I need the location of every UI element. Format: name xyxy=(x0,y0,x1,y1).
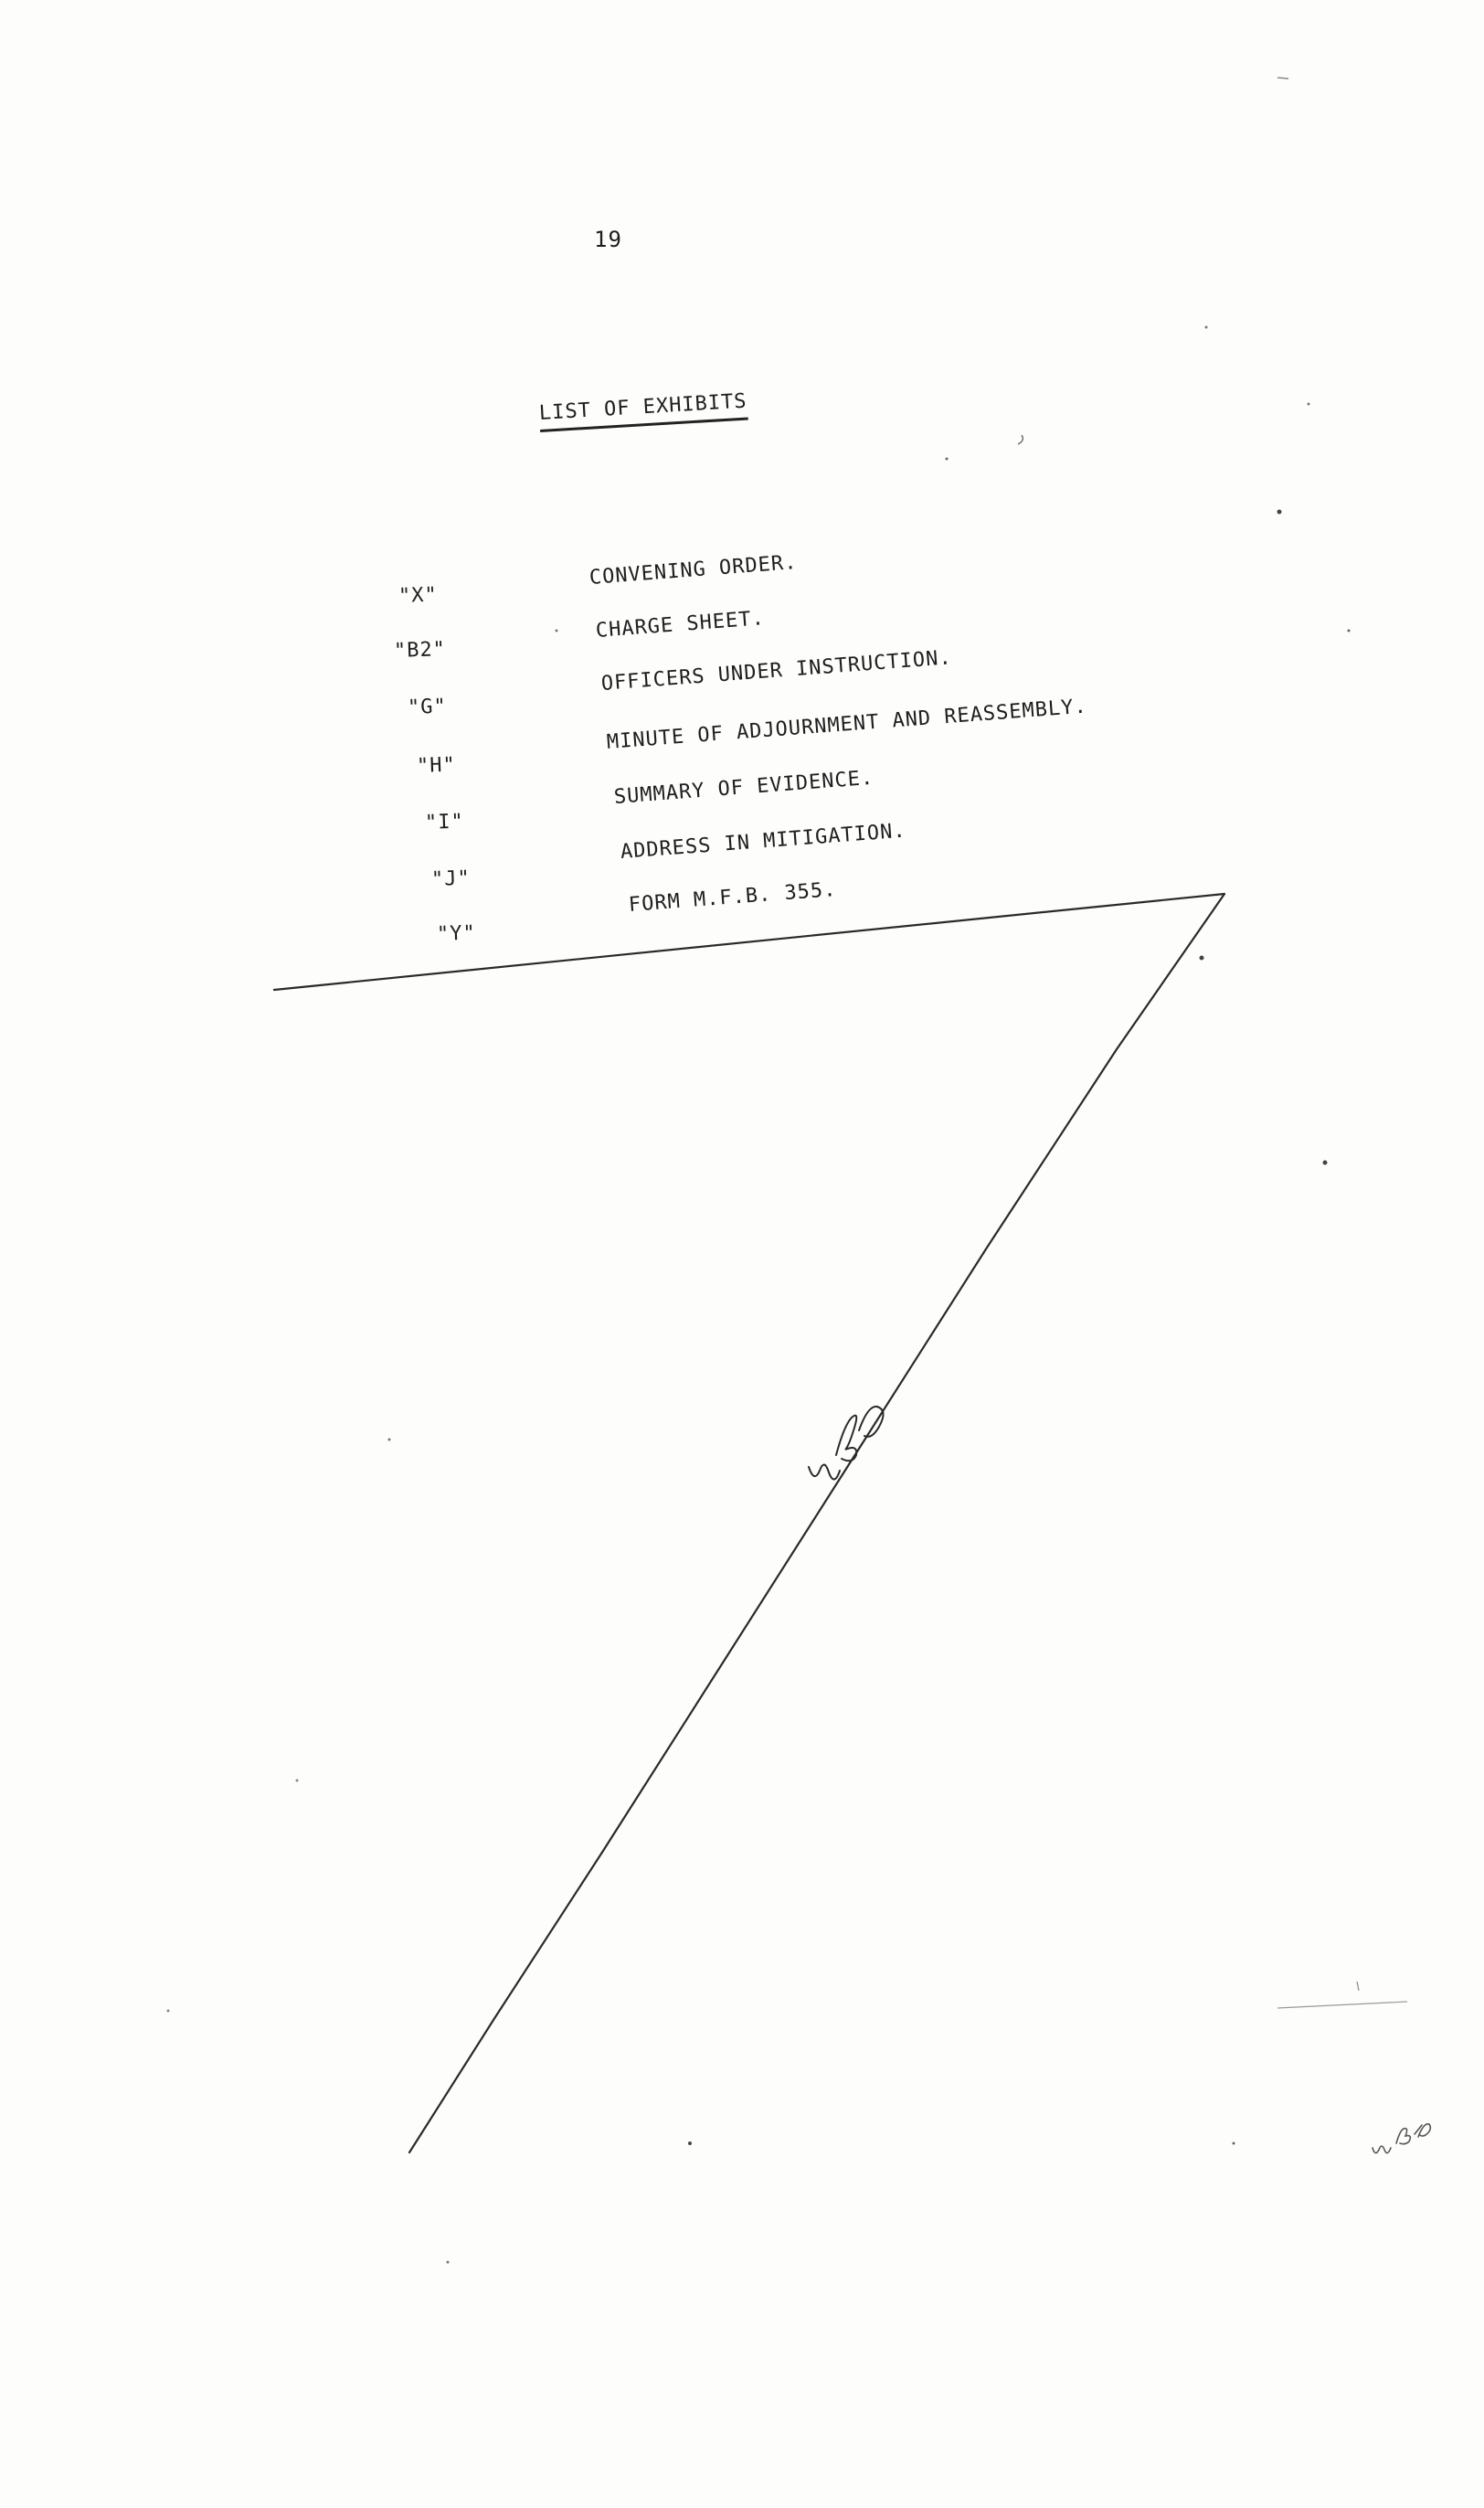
handwritten-initials xyxy=(808,1405,885,1481)
speck xyxy=(295,1779,299,1782)
speck xyxy=(688,2141,692,2145)
corner-initials xyxy=(1372,2122,1432,2154)
speck xyxy=(1277,509,1282,515)
stray-mark xyxy=(1277,77,1289,80)
speck xyxy=(387,1438,391,1441)
speck xyxy=(945,457,949,461)
cancellation-stroke xyxy=(272,892,1226,2154)
speck xyxy=(1232,2141,1235,2145)
speck xyxy=(166,2009,170,2013)
speck xyxy=(1307,402,1310,406)
speck xyxy=(555,629,558,632)
speck xyxy=(446,2260,450,2264)
stray-mark xyxy=(1277,2001,1408,2009)
speck xyxy=(1199,955,1204,961)
speck xyxy=(1204,325,1208,329)
stray-mark xyxy=(1356,1981,1360,1992)
page-number: 19 xyxy=(594,227,622,252)
speck xyxy=(1322,1160,1328,1165)
stray-mark xyxy=(1017,434,1024,445)
speck xyxy=(1347,629,1351,632)
